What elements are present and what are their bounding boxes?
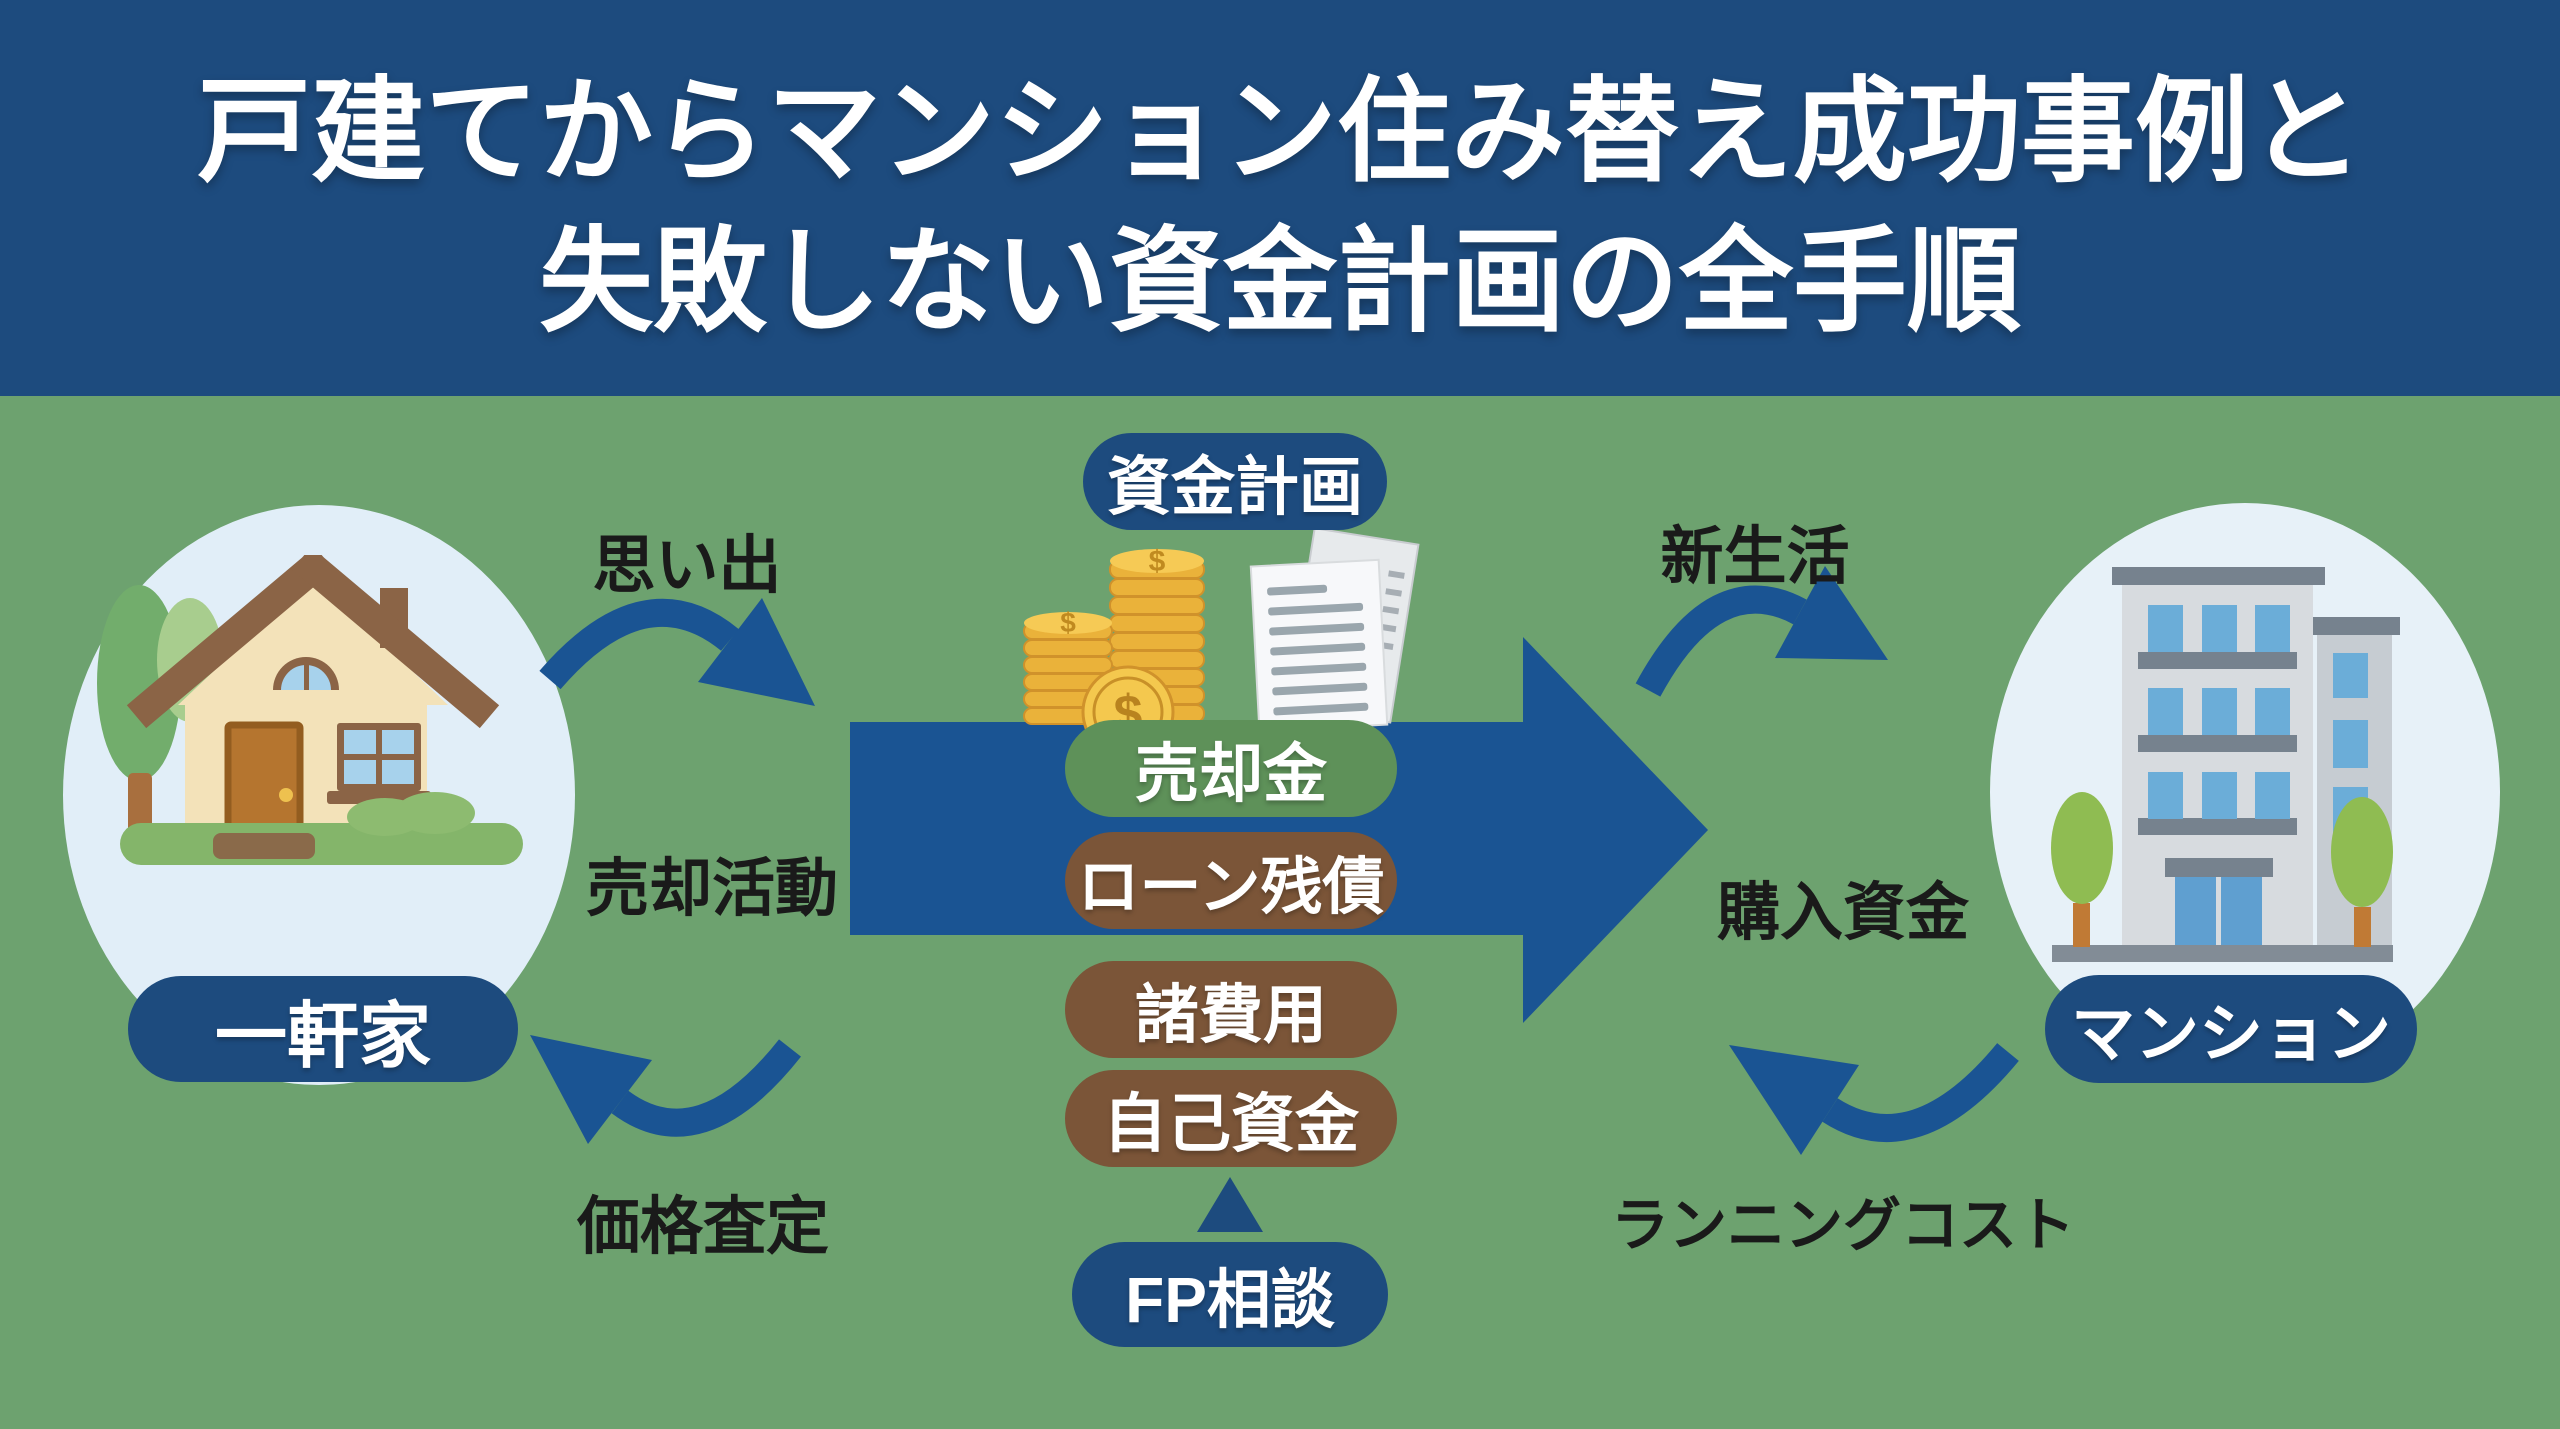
title-line-1: 戸建てからマンション住み替え成功事例と bbox=[196, 69, 2363, 196]
loan-balance-pill: ローン残債 bbox=[1065, 832, 1397, 929]
svg-text:$: $ bbox=[1060, 607, 1076, 638]
svg-text:$: $ bbox=[1149, 545, 1166, 578]
plan-pill: 資金計画 bbox=[1083, 433, 1387, 530]
sales-activity-label: 売却活動 bbox=[586, 854, 838, 924]
document-icon bbox=[1249, 527, 1420, 733]
mansion-label: マンション bbox=[2071, 998, 2391, 1070]
sale-proceeds-pill: 売却金 bbox=[1065, 720, 1397, 817]
new-life-label: 新生活 bbox=[1660, 522, 1850, 592]
running-cost-label: ランニングコスト bbox=[1610, 1193, 2075, 1258]
memories-arrow-icon bbox=[539, 598, 815, 706]
loan-balance-label: ローン残債 bbox=[1077, 852, 1385, 922]
price-appraisal-label: 価格査定 bbox=[577, 1192, 829, 1262]
house-label: 一軒家 bbox=[214, 996, 431, 1077]
fp-consult-pill: FP相談 bbox=[1072, 1242, 1388, 1347]
newlife-arrow-icon bbox=[1635, 566, 1888, 697]
plan-label: 資金計画 bbox=[1107, 450, 1363, 523]
header-band bbox=[0, 0, 2560, 396]
own-funds-pill: 自己資金 bbox=[1065, 1070, 1397, 1167]
fp-up-arrow-icon bbox=[1197, 1177, 1263, 1232]
runningcost-arrow-icon bbox=[1729, 1043, 2019, 1155]
house-label-pill: 一軒家 bbox=[128, 976, 518, 1082]
appraisal-arrow-icon bbox=[530, 1035, 801, 1144]
mansion-label-pill: マンション bbox=[2045, 975, 2417, 1083]
coin-stack-icon: $ $ $ bbox=[1023, 545, 1205, 759]
misc-costs-label: 諸費用 bbox=[1135, 978, 1327, 1051]
sale-proceeds-label: 売却金 bbox=[1135, 737, 1327, 810]
building-icon bbox=[2051, 567, 2400, 962]
title-line-2: 失敗しない資金計画の全手順 bbox=[538, 219, 2021, 346]
house-icon bbox=[97, 555, 523, 865]
fp-consult-label: FP相談 bbox=[1125, 1263, 1335, 1336]
flow-arrow-icon bbox=[850, 637, 1708, 1023]
own-funds-label: 自己資金 bbox=[1103, 1087, 1359, 1160]
memories-label: 思い出 bbox=[592, 531, 782, 601]
purchase-funds-label: 購入資金 bbox=[1717, 878, 1969, 948]
misc-costs-pill: 諸費用 bbox=[1065, 961, 1397, 1058]
